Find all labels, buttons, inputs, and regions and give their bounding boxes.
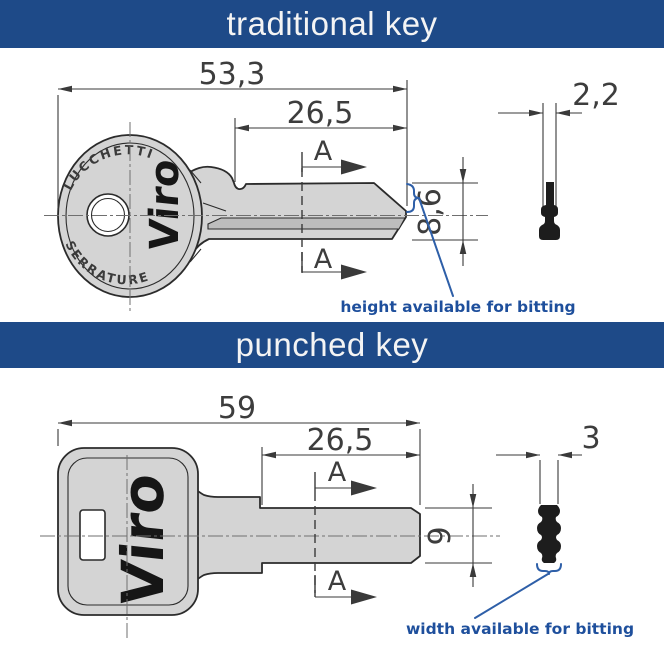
bitting-callout: width available for bitting	[406, 563, 634, 638]
traditional-key-drawing: LUCCHETTI SERRATURE Viro A A 53,3	[44, 57, 620, 316]
dimension-overall-length: 59	[57, 391, 421, 505]
dim-blade-value: 26,5	[307, 423, 374, 458]
section-cut-marker: A A	[314, 457, 377, 605]
brace	[536, 563, 562, 575]
bitting-callout: height available for bitting	[340, 183, 576, 316]
brand-logo: Viro	[109, 470, 177, 609]
leader-line	[474, 573, 549, 619]
punched-key-drawing: Viro A A 59 26,5	[40, 391, 634, 640]
leader-line	[418, 197, 454, 297]
dim-blade-value: 26,5	[287, 96, 354, 131]
banner-traditional-key: traditional key	[0, 0, 664, 48]
punched-key-body: Viro	[57, 447, 421, 616]
cross-section-profile: 3	[496, 421, 601, 563]
dimension-blade-height: 8,6	[412, 157, 478, 266]
key-head	[57, 447, 199, 616]
key-section-silhouette	[537, 505, 561, 563]
dimension-overall-length: 53,3	[57, 57, 408, 210]
bitting-note: height available for bitting	[340, 298, 575, 316]
dim-height-value: 9	[423, 526, 458, 545]
dimension-blade-length: 26,5	[261, 423, 420, 505]
section-label-top: A	[314, 136, 333, 167]
centerlines	[40, 455, 500, 640]
centerlines	[44, 122, 488, 312]
cross-section-profile: 2,2	[498, 78, 620, 240]
key-section-silhouette	[539, 182, 560, 240]
dim-overall-value: 59	[218, 391, 256, 426]
bitting-note: width available for bitting	[406, 620, 634, 638]
dim-overall-value: 53,3	[199, 57, 266, 92]
section-cut-marker: A A	[301, 136, 367, 280]
section-label-bottom: A	[314, 244, 333, 275]
key-hole	[79, 509, 106, 561]
dim-height-value: 8,6	[413, 188, 448, 236]
section-label-bottom: A	[328, 566, 347, 597]
section-label-top: A	[328, 457, 347, 488]
blade-groove	[207, 217, 406, 230]
dim-thickness-value: 2,2	[572, 78, 620, 113]
dimension-blade-height: 9	[423, 484, 492, 587]
dimension-blade-length: 26,5	[234, 96, 407, 182]
brand-logo: Viro	[142, 157, 188, 253]
dim-thickness-value: 3	[581, 421, 600, 456]
banner-punched-key: punched key	[0, 322, 664, 368]
